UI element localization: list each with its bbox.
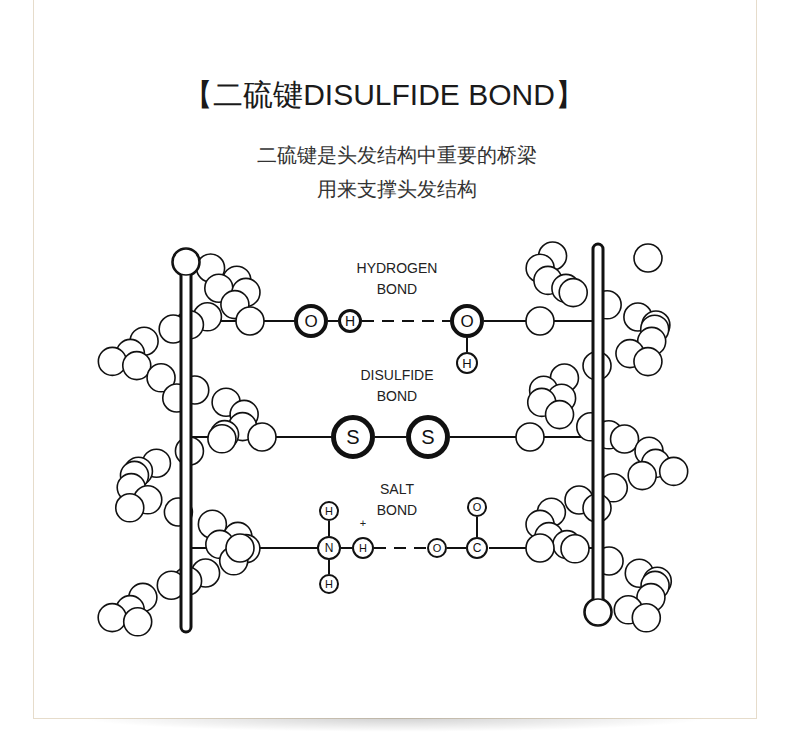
chain-ball xyxy=(236,307,264,335)
covalent-bond xyxy=(341,547,352,549)
atom-circle: N xyxy=(317,536,341,560)
covalent-bond xyxy=(476,517,478,537)
atom-symbol: H xyxy=(462,357,471,370)
atom-circle: O xyxy=(294,304,328,338)
covalent-bond xyxy=(328,521,330,536)
atom-circle: H xyxy=(338,309,362,333)
chain-ball xyxy=(526,307,554,335)
backbone-bar xyxy=(593,244,603,614)
atom-circle: O xyxy=(450,304,484,338)
atom-circle: O xyxy=(427,538,447,558)
chain-ball xyxy=(660,457,688,485)
chain-ball xyxy=(116,494,144,522)
atom-circle: H xyxy=(319,501,339,521)
backbone-bar xyxy=(181,260,191,632)
chain-ball xyxy=(585,599,611,625)
bond-label: DISULFIDE BOND xyxy=(360,365,433,407)
atom-circle: C xyxy=(466,537,488,559)
atom-symbol: S xyxy=(421,427,434,447)
covalent-bond xyxy=(447,547,466,549)
chain-ball xyxy=(546,401,574,429)
chain-ball xyxy=(248,423,276,451)
atom-circle: S xyxy=(406,415,450,459)
atom-symbol: S xyxy=(346,427,359,447)
chain-ball xyxy=(559,279,587,307)
chain-ball xyxy=(172,248,200,276)
covalent-bond xyxy=(328,560,330,574)
subtitle: 二硫键是头发结构中重要的桥梁 用来支撑头发结构 xyxy=(232,138,562,206)
chain-ball xyxy=(634,348,662,376)
chain-ball xyxy=(516,423,544,451)
atom-symbol: H xyxy=(359,543,367,554)
chain-ball xyxy=(173,249,199,275)
atom-symbol: O xyxy=(433,543,442,554)
atom-symbol: H xyxy=(345,314,355,328)
chain-ball xyxy=(98,347,126,375)
covalent-bond xyxy=(328,320,338,322)
bond-label: HYDROGEN BOND xyxy=(357,258,438,300)
atom-symbol: H xyxy=(325,506,333,517)
atom-circle: H xyxy=(319,574,339,594)
atom-symbol: C xyxy=(473,542,482,554)
atom-circle: O xyxy=(467,497,487,517)
card-shadow xyxy=(80,718,710,732)
chain-ball xyxy=(526,534,554,562)
atom-symbol: O xyxy=(473,502,482,513)
chain-ball xyxy=(98,604,126,632)
chain-ball xyxy=(208,425,236,453)
atom-circle: H xyxy=(352,537,374,559)
covalent-bond xyxy=(375,436,406,438)
atom-circle: S xyxy=(331,415,375,459)
atom-circle: H xyxy=(456,352,478,374)
ionic-hydrogen-bond xyxy=(362,320,450,322)
atom-symbol: O xyxy=(460,313,473,330)
atom-symbol: N xyxy=(325,542,334,554)
ionic-hydrogen-bond xyxy=(374,547,427,549)
covalent-bond xyxy=(466,338,468,352)
chain-ball xyxy=(584,598,612,626)
chain-ball xyxy=(124,608,152,636)
atom-symbol: O xyxy=(304,313,317,330)
charge-sign: + xyxy=(360,517,366,529)
atom-symbol: H xyxy=(325,579,333,590)
chain-ball xyxy=(611,425,639,453)
title: 【二硫键DISULFIDE BOND】 xyxy=(183,75,585,116)
chain-ball xyxy=(628,462,656,490)
chain-ball xyxy=(632,604,660,632)
bond-label: SALT BOND xyxy=(377,479,417,521)
chain-ball xyxy=(634,244,662,272)
chain-ball xyxy=(226,534,254,562)
chain-ball xyxy=(561,535,589,563)
